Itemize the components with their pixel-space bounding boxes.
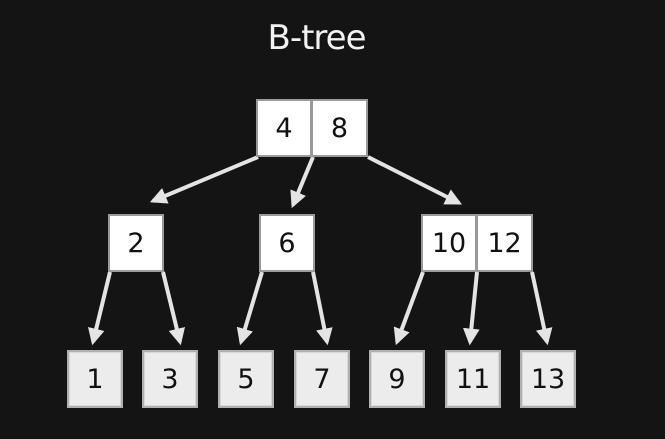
leaf-node: 11 <box>445 350 501 408</box>
internal-node: 2 <box>108 214 164 272</box>
leaf-node: 9 <box>369 350 425 408</box>
internal-node: 10 12 <box>421 214 533 272</box>
leaf-node: 7 <box>294 350 350 408</box>
leaf-node: 13 <box>520 350 576 408</box>
root-key: 8 <box>312 99 368 157</box>
edge-6-to-5 <box>236 271 264 346</box>
edge-root-to-10-12 <box>367 155 462 205</box>
edge-2-to-3 <box>161 271 185 346</box>
leaf-key: 3 <box>142 350 198 408</box>
root-key: 4 <box>256 99 312 157</box>
root-node: 4 8 <box>256 99 368 157</box>
edge-root-to-6 <box>290 156 315 209</box>
edge-6-to-7 <box>311 271 333 346</box>
edge-10-12-to-11 <box>462 271 480 346</box>
internal-key: 2 <box>108 214 164 272</box>
internal-node: 6 <box>259 214 315 272</box>
leaf-key: 7 <box>294 350 350 408</box>
edge-root-to-2 <box>149 155 259 204</box>
leaf-key: 1 <box>67 350 123 408</box>
edge-10-12-to-13 <box>530 271 553 346</box>
internal-key: 12 <box>477 214 533 272</box>
internal-key: 10 <box>421 214 477 272</box>
leaf-key: 9 <box>369 350 425 408</box>
diagram-title: B-tree <box>267 18 367 58</box>
leaf-node: 3 <box>142 350 198 408</box>
edge-10-12-to-9 <box>393 271 425 346</box>
edge-2-to-1 <box>88 271 112 346</box>
leaf-key: 13 <box>520 350 576 408</box>
leaf-key: 5 <box>218 350 274 408</box>
leaf-node: 5 <box>218 350 274 408</box>
internal-key: 6 <box>259 214 315 272</box>
leaf-node: 1 <box>67 350 123 408</box>
leaf-key: 11 <box>445 350 501 408</box>
